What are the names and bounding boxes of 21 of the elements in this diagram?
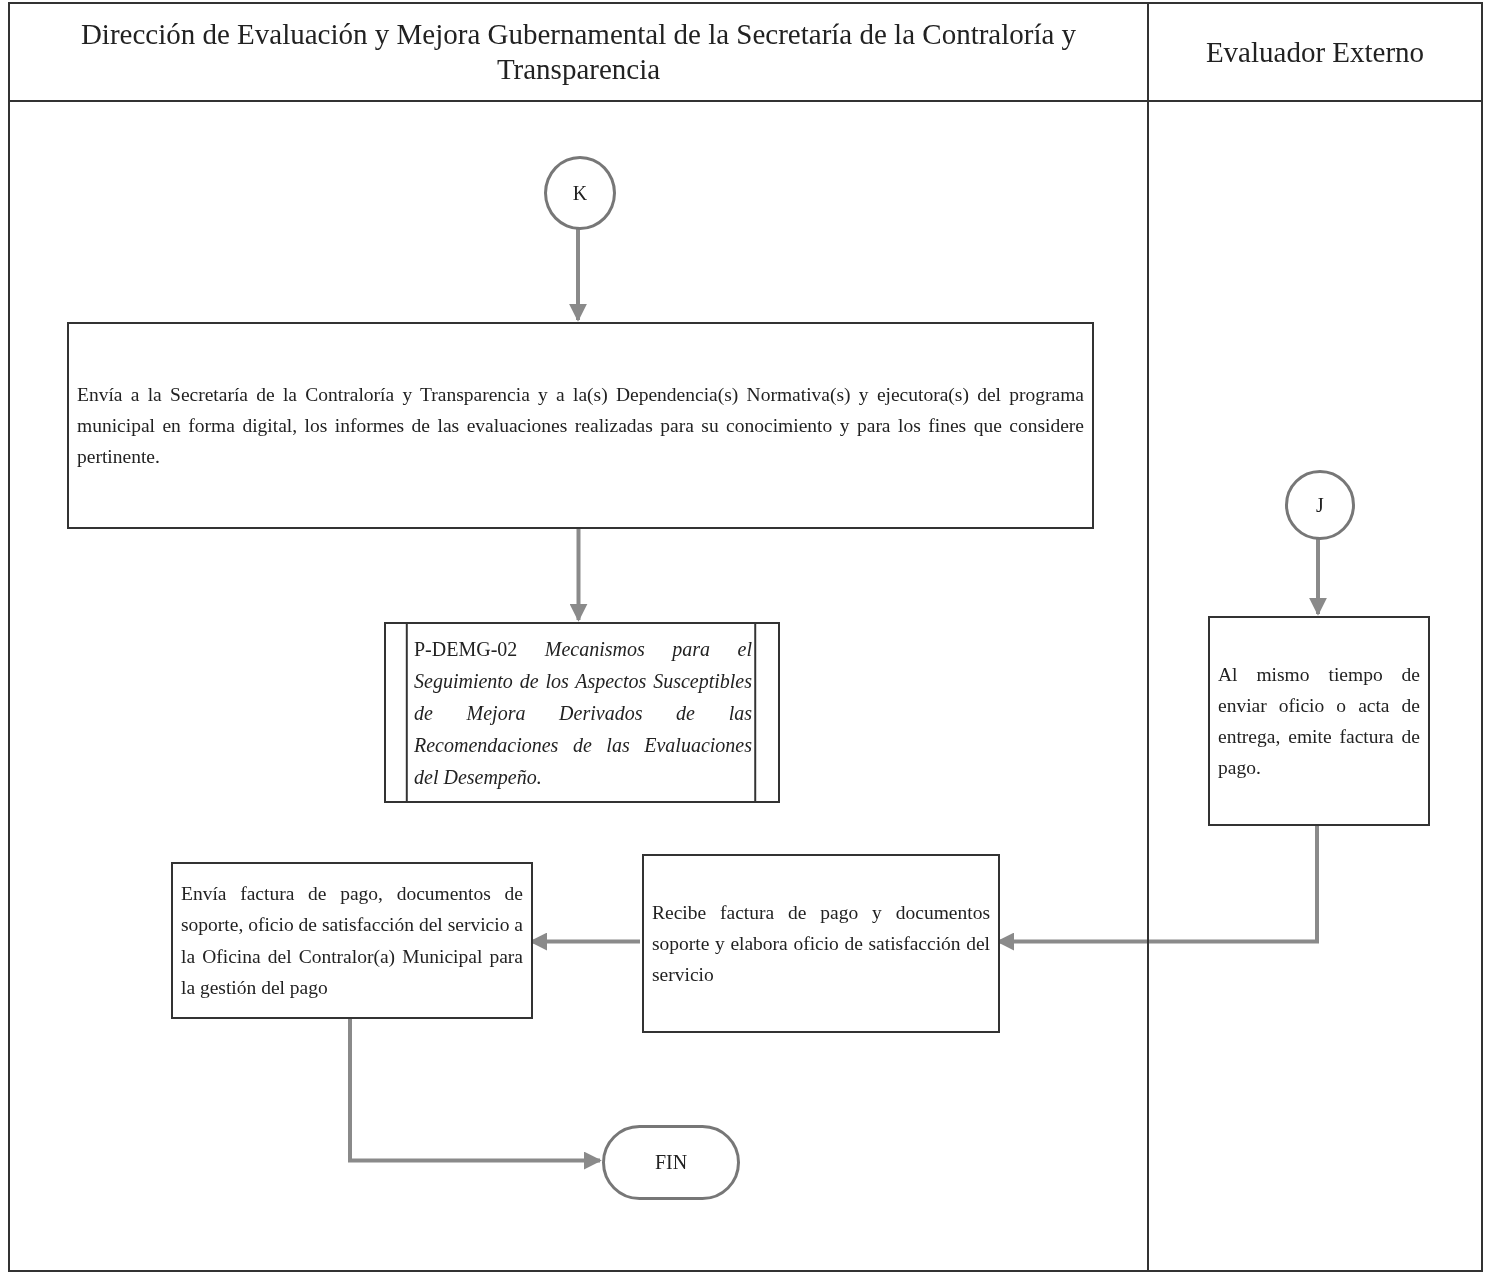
process-box [171,862,533,1019]
step-text: Al mismo tiempo de enviar oficio o acta de entrega, emite factura de pago. [1218,662,1420,781]
lane-title: Evaluador Externo [1204,34,1426,70]
arrow [569,527,588,622]
connector-label: K [572,181,588,205]
swimlane [1147,2,1483,1272]
arrow [348,1017,602,1170]
predefined-process-box [384,622,780,803]
swimlane [8,2,1149,1272]
step-text: P-DEMG-02 Mecanismos para el Seguimiento de los Aspectos Susceptibles de Mejora Derivados de las Recomendaciones de las Evaluaciones del Desempeño. [414,636,752,791]
arrow [1309,538,1327,616]
arrow [569,228,587,322]
process-box [1208,616,1430,826]
connector-label: J [1316,493,1324,517]
process-box [67,322,1094,529]
step-text: Recibe factura de pago y documentos soporte y elabora oficio de satisfacción del servicio [652,900,990,988]
process-box [642,854,1000,1033]
step-text: Envía a la Secretaría de la Contraloría y Transparencia y a la(s) Dependencia(s) Normativa(s) y ejecutora(s) del programa municipal en forma digital, los informes de las evaluaciones realizadas para su conocimiento y para los fines que considere pertinente. [77,382,1084,470]
terminator-label: FIN [654,1151,688,1174]
lane-title: Dirección de Evaluación y Mejora Gubernamental de la Secretaría de la Contraloría y Transparencia [79,17,1078,87]
step-text: Envía factura de pago, documentos de soporte, oficio de satisfacción del servicio a la Oficina del Contralor(a) Municipal para la gestión del pago [181,882,523,1000]
